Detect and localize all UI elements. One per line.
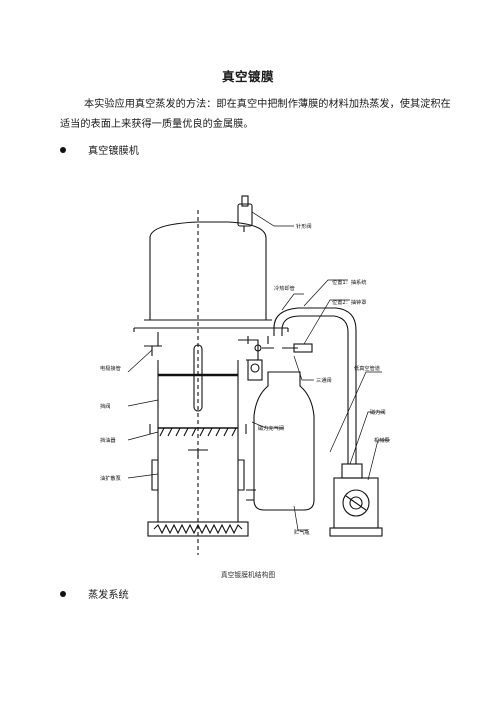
label-diffusion-pump: 油扩散泵	[100, 474, 121, 482]
gas-reservoir-part	[253, 371, 315, 511]
label-magnetic-valve: 磁力阀	[370, 408, 386, 416]
label-heating-cooling-pipe: 冷热却管	[274, 284, 295, 292]
needle-valve-part	[237, 195, 253, 232]
label-needle-valve: 针形阀	[296, 222, 312, 230]
chamber	[157, 344, 239, 522]
bypass-pipe	[273, 307, 357, 456]
label-baffle: 挡阀	[100, 402, 110, 410]
vacuum-coater-diagram: 针形阀 冷热却管 位置1：抽系统 位置2：抽钟罩 电极接管 三通阀 低真空管道 …	[98, 160, 400, 560]
label-position2: 位置2：抽钟罩	[332, 298, 366, 306]
label-oil-baffle: 挡油器	[100, 436, 116, 444]
label-gas-reservoir: 贮气瓶	[294, 528, 310, 536]
label-mech-pump: 机械泵	[374, 436, 390, 444]
bullet-dot-icon	[60, 590, 66, 597]
bullet-text: 真空镀膜机	[88, 146, 139, 157]
intro-paragraph: 本实验应用真空蒸发的方法：即在真空中把制作薄膜的材料加热蒸发，使其淀积在适当的表…	[60, 99, 451, 130]
baffle-hatch	[149, 424, 247, 437]
label-electrode-lead: 电极接管	[100, 364, 121, 372]
heater-coil	[147, 521, 249, 537]
label-magnetic-inflation-valve: 磁力充气阀	[258, 424, 284, 432]
label-three-way-valve: 三通阀	[316, 376, 332, 384]
mechanical-pump-part	[329, 477, 383, 537]
bell-jar	[144, 210, 272, 555]
bullet-text: 蒸发系统	[88, 590, 129, 601]
bullet-item-vacuum-coater: 真空镀膜机	[60, 142, 139, 157]
bullet-item-evaporation-system: 蒸发系统	[60, 586, 129, 601]
page-title: 真空镀膜	[221, 69, 274, 84]
diagram-svg: 针形阀 冷热却管 位置1：抽系统 位置2：抽钟罩 电极接管 三通阀 低真空管道 …	[100, 195, 390, 555]
figure-caption: 真空镀膜机结构图	[220, 571, 276, 579]
bullet-dot-icon	[60, 146, 66, 153]
label-low-vacuum-pipe: 低真空管道	[354, 364, 380, 372]
label-position1: 位置1：抽系统	[332, 278, 366, 286]
